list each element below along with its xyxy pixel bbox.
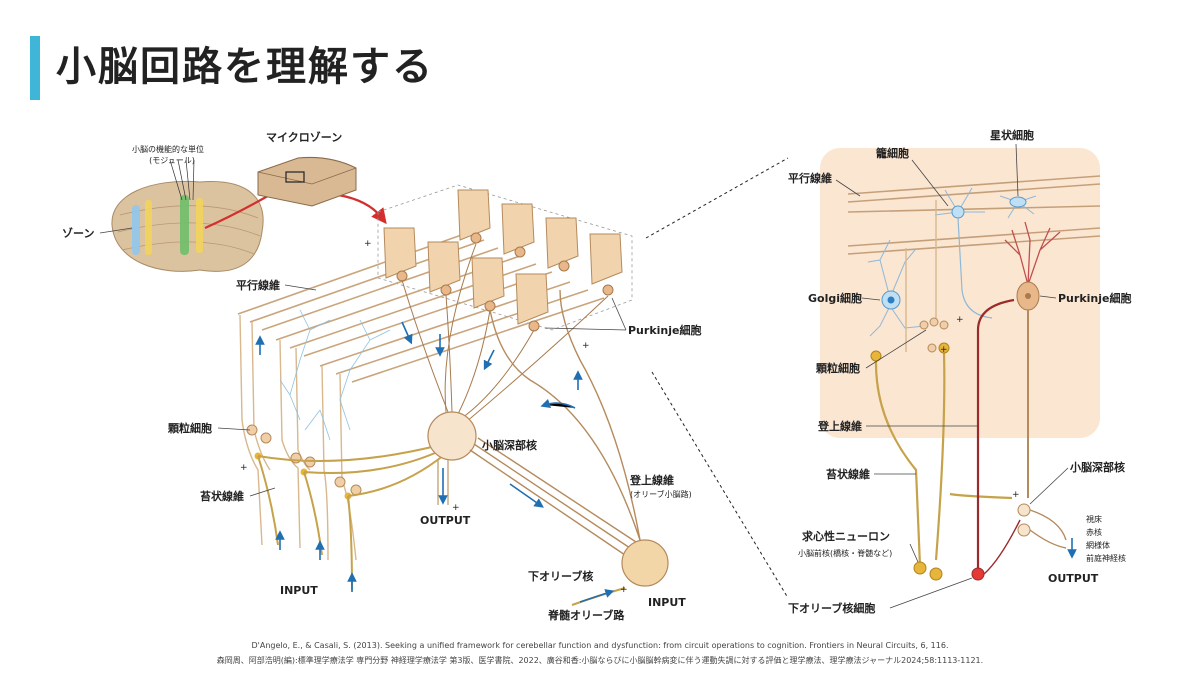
dcn-left [427,411,477,461]
module-label: 小脳の機能的な単位 [132,144,204,154]
reference-line-1: D'Angelo, E., & Casali, S. (2013). Seeki… [251,641,949,650]
purkinje-layer-box [377,184,633,331]
stellate-cell-right [999,195,1037,219]
parallel-fiber-label-left: 平行線維 [236,278,280,292]
zoom-line-top [645,157,789,239]
purkinje-label-right: Purkinje細胞 [1058,291,1131,305]
basket-cell-right [934,187,993,319]
purkinje-somas [396,232,614,332]
svg-text:+: + [582,341,590,351]
purkinje-cell-right [1004,221,1061,498]
dcn-right [1017,503,1067,549]
dcn-label-left: 小脳深部核 [481,438,537,452]
inferior-olive-label-left: 下オリーブ核 [528,569,593,583]
target-red-nucleus: 赤核 [1086,527,1102,537]
inferior-olive-cell-right [971,567,985,581]
svg-text:+: + [956,315,964,325]
golgi-label: Golgi細胞 [808,291,862,305]
golgi-dendrites [279,309,391,441]
granule-cells [246,424,362,496]
parallel-fiber-label-right: 平行線維 [788,171,832,185]
cerebellar-circuit-figure: 小脳の機能的な単位 (モジュール) ゾーン マイクロゾーン [62,128,1131,622]
input-arrows [255,321,583,592]
zoom-line-bottom [651,371,789,599]
inferior-olive-left [621,539,669,587]
granule-label-left: 顆粒細胞 [168,421,212,435]
input-label-2: INPUT [648,596,686,609]
inferior-olive-cell-label: 下オリーブ核細胞 [788,601,875,615]
page-title: 小脳回路を理解する [56,44,434,90]
climbing-fiber-right [976,298,1015,570]
purkinje-cells [383,189,623,325]
granule-label-right: 顆粒細胞 [816,361,860,375]
afferent-sub-label: 小脳前核(橋核・脊髄など) [798,548,892,558]
zoom-arrow-2 [337,193,387,225]
svg-text:+: + [620,585,628,595]
svg-text:+: + [364,239,372,249]
basket-label: 籠細胞 [875,146,909,160]
svg-text:+: + [452,503,460,513]
target-vestibular: 前庭神経核 [1086,553,1126,563]
output-label-right: OUTPUT [1048,572,1099,585]
glomeruli-right [919,317,949,353]
output-label-left: OUTPUT [420,514,471,527]
mossy-label-left: 苔状線維 [200,489,244,503]
spino-olivary-label: 脊髄オリーブ路 [547,608,625,622]
microzone-label: マイクロゾーン [266,130,342,144]
climbing-fibers-left [469,289,641,556]
purkinje-axons [401,243,609,423]
module-sub-label: (モジュール) [149,156,195,165]
cortex-panel [820,148,1100,438]
title-accent-bar [30,36,40,100]
zone-label: ゾーン [62,226,94,240]
afferent-label: 求心性ニューロン [802,529,890,543]
climbing-label-left: 登上線維 [629,473,674,487]
climbing-label-right: 登上線維 [817,419,862,433]
climbing-sub-label-left: (オリーブ小脳路) [630,489,692,499]
granule-axons-right [905,200,937,352]
svg-text:+: + [940,345,948,355]
target-thalamus: 視床 [1086,514,1102,524]
granule-axons [239,314,357,561]
stellate-label: 星状細胞 [990,128,1034,142]
input-label-1: INPUT [280,584,318,597]
svg-text:+: + [240,463,248,473]
target-reticular: 網様体 [1086,540,1110,550]
golgi-cell-right [867,239,926,337]
dcn-label-right: 小脳深部核 [1069,460,1125,474]
mossy-label-right: 苔状線維 [826,467,870,481]
mossy-fibers-right [874,351,1013,567]
purkinje-label-left: Purkinje細胞 [628,323,701,337]
svg-text:+: + [1012,490,1020,500]
reference-line-2: 森岡周、阿部浩明(編):標準理学療法学 専門分野 神経理学療法学 第3版、医学書… [216,656,984,665]
mossy-rosettes-right [870,342,950,581]
cerebellum-illustration [111,159,264,272]
microzone-block [257,157,357,207]
parallel-fibers-right [847,175,1101,255]
